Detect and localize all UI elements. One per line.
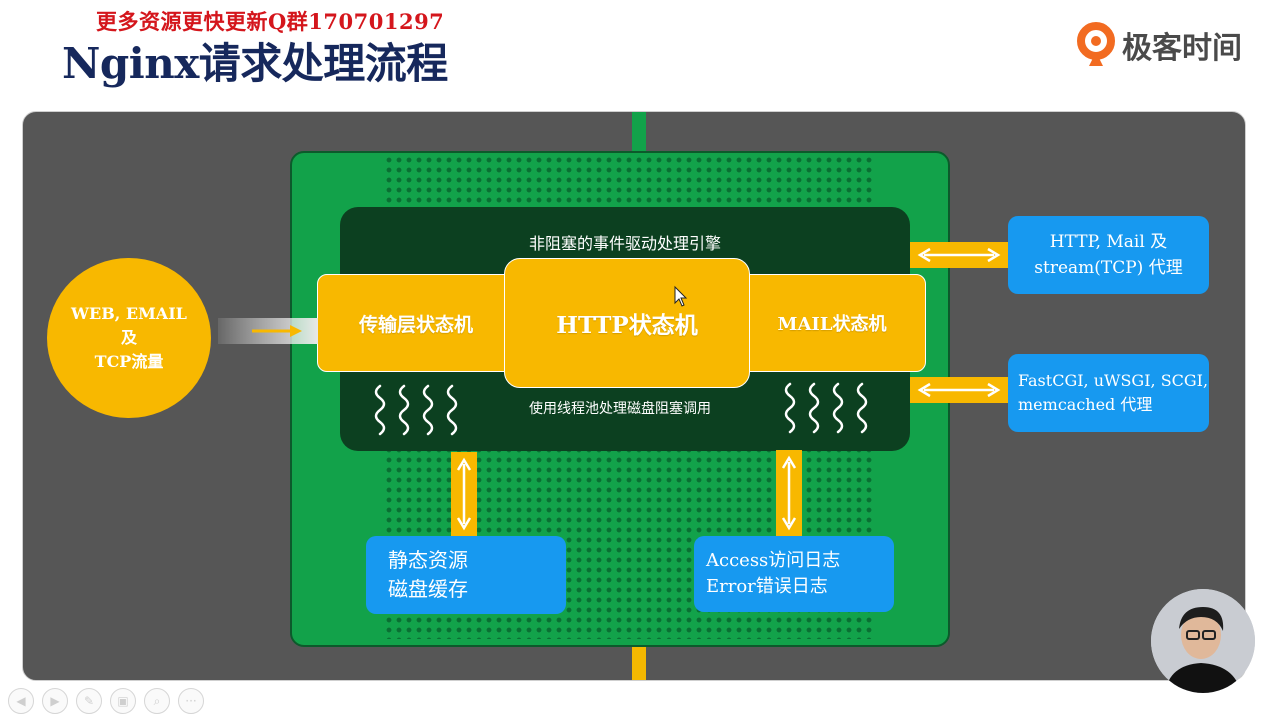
geek-time-logo-icon	[1077, 22, 1115, 66]
log-line-1: Access访问日志	[706, 550, 841, 571]
static-double-arrow-icon	[451, 452, 477, 536]
proxy-double-arrow-icon	[910, 242, 1008, 268]
next-icon[interactable]: ▶	[42, 688, 68, 714]
slide-controls: ◀ ▶ ✎ ▣ ⌕ ···	[8, 688, 204, 714]
top-connector-stripe	[632, 112, 646, 152]
presenter-figure	[1151, 589, 1255, 693]
presenter-avatar	[1151, 589, 1255, 693]
log-line-2: Error错误日志	[706, 576, 828, 597]
cgi-proxy-box: FastCGI, uWSGI, SCGI, memcached 代理	[1008, 354, 1209, 432]
slides-icon[interactable]: ▣	[110, 688, 136, 714]
engine-label: 非阻塞的事件驱动处理引擎	[528, 234, 721, 253]
static-line-1: 静态资源	[388, 548, 468, 572]
log-double-arrow-icon	[776, 450, 802, 536]
cgi-line-1: FastCGI, uWSGI, SCGI,	[1018, 371, 1209, 390]
brand-name: 极客时间	[1122, 31, 1242, 66]
bottom-connector-stripe	[632, 644, 646, 680]
page-title: Nginx请求处理流程	[62, 39, 448, 88]
traffic-line-1: WEB, EMAIL	[71, 304, 187, 323]
brand: 极客时间	[1076, 22, 1242, 68]
watermark-text: 更多资源更快更新Q群170701297	[96, 9, 445, 34]
thread-squiggle-icon-group-right	[784, 382, 868, 434]
thread-pool-label: 使用线程池处理磁盘阻塞调用	[529, 401, 711, 417]
thread-squiggle-icon-group-left	[374, 384, 458, 436]
traffic-line-2: 及	[120, 328, 137, 347]
mail-state-machine: MAIL状态机	[738, 274, 926, 372]
proxy-line-1: HTTP, Mail 及	[1049, 232, 1168, 252]
log-box: Access访问日志 Error错误日志	[694, 536, 894, 612]
static-line-2: 磁盘缓存	[388, 577, 468, 601]
mouse-cursor-icon	[674, 285, 688, 307]
proxy-box: HTTP, Mail 及 stream(TCP) 代理	[1008, 216, 1209, 294]
pen-icon[interactable]: ✎	[76, 688, 102, 714]
cgi-line-2: memcached 代理	[1018, 395, 1153, 414]
input-arrow-head	[290, 325, 302, 337]
cgi-double-arrow-icon	[910, 377, 1008, 403]
http-state-machine: HTTP状态机	[504, 258, 750, 388]
zoom-icon[interactable]: ⌕	[144, 688, 170, 714]
traffic-line-3: TCP流量	[94, 352, 164, 371]
static-cache-box: 静态资源 磁盘缓存	[366, 536, 566, 614]
input-traffic-circle: WEB, EMAIL 及 TCP流量	[47, 258, 211, 418]
proxy-line-2: stream(TCP) 代理	[1034, 258, 1183, 278]
previous-icon[interactable]: ◀	[8, 688, 34, 714]
more-icon[interactable]: ···	[178, 688, 204, 714]
